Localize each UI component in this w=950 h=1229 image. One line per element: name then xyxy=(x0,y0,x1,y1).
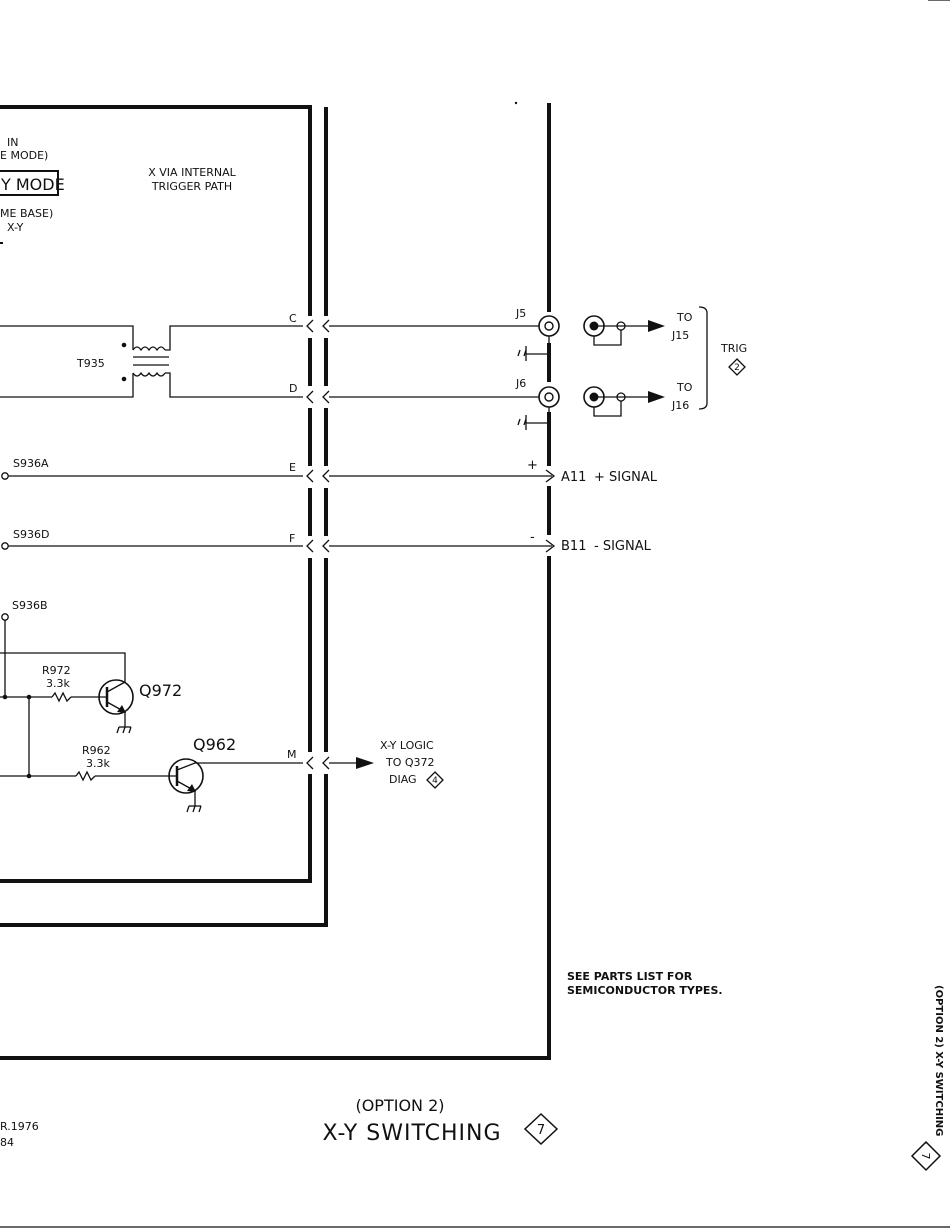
side-label-group: (OPTION 2) X-Y SWITCHING xyxy=(933,985,944,1136)
transistor-q962: Q962 xyxy=(168,735,303,813)
trig-connector-top: TO J15 xyxy=(583,311,693,346)
jack-j5-label: J5 xyxy=(515,307,526,320)
arrow-to-j16 xyxy=(648,391,665,403)
xy-logic-diagram-number: 4 xyxy=(432,776,438,786)
pin-a11-label: A11 xyxy=(561,470,586,485)
switch-s936d-label: S936D xyxy=(13,528,49,541)
inner-board-outline xyxy=(0,105,312,883)
signal-minus-wire: S936D - B11 - SIGNAL xyxy=(1,528,652,554)
connector-pin-d: D xyxy=(289,382,330,404)
x-via-line1: X VIA INTERNAL xyxy=(148,166,236,179)
pin-c-label: C xyxy=(289,312,297,325)
trig-bracket xyxy=(698,306,708,410)
transformer-t935: T935 xyxy=(0,325,303,398)
mode-labels: IN E MODE) Y MODE ME BASE) X-Y xyxy=(0,136,65,244)
note-line1: SEE PARTS LIST FOR xyxy=(567,970,693,983)
arrow-to-j15 xyxy=(648,320,665,332)
mode-box xyxy=(0,170,59,196)
x-via-line2: TRIGGER PATH xyxy=(151,180,232,193)
to-j16-line2: J16 xyxy=(671,399,689,412)
jack-j6: J6 xyxy=(515,377,560,430)
title-diagram-marker: 7 xyxy=(523,1112,559,1146)
pin-d-label: D xyxy=(289,382,297,395)
code-fragment: 84 xyxy=(0,1136,14,1149)
pin-b11-label: B11 xyxy=(561,539,586,554)
r972-name: R972 xyxy=(42,664,71,677)
title-name: X-Y SWITCHING xyxy=(323,1121,502,1146)
trig-connector-bottom: TO J16 xyxy=(583,381,693,417)
connector-pin-f: F xyxy=(289,532,330,553)
signal-plus-wire: S936A + A11 + SIGNAL xyxy=(1,457,658,485)
connector-pin-c: C xyxy=(289,312,330,333)
note-line2: SEMICONDUCTOR TYPES. xyxy=(567,984,723,997)
minus-signal-label: - SIGNAL xyxy=(594,539,652,554)
jack-j5: J5 xyxy=(515,307,560,361)
switch-s936a-label: S936A xyxy=(13,457,49,470)
mode-line2: E MODE) xyxy=(0,149,48,162)
mode-line1: IN xyxy=(7,136,18,149)
mode-boxed-label: Y MODE xyxy=(0,175,65,194)
q962-label: Q962 xyxy=(193,735,236,754)
to-j15-line2: J15 xyxy=(671,329,689,342)
outer-board-outline xyxy=(0,103,551,1060)
side-label: (OPTION 2) X-Y SWITCHING xyxy=(933,985,944,1136)
trig-diagram-number: 2 xyxy=(734,363,740,373)
switch-s936b: S936B xyxy=(1,599,48,697)
r962-name: R962 xyxy=(82,744,111,757)
title-option: (OPTION 2) xyxy=(355,1096,444,1115)
to-j16-line1: TO xyxy=(676,381,693,394)
xy-logic-output: X-Y LOGIC TO Q372 DIAG 4 xyxy=(329,739,444,789)
edge-connector-breaks xyxy=(304,316,330,774)
transistor-q972: Q972 xyxy=(98,679,182,734)
jack-j6-label: J6 xyxy=(515,377,526,390)
r972-value: 3.3k xyxy=(46,677,70,690)
title-diagram-number: 7 xyxy=(537,1123,545,1138)
side-diagram-number: 7 xyxy=(919,1153,932,1160)
mode-line4: X-Y xyxy=(7,221,24,234)
xy-logic-line2: TO Q372 xyxy=(385,756,435,769)
pin-e-label: E xyxy=(289,461,296,474)
side-diagram-marker: 7 xyxy=(910,1140,942,1172)
plus-polarity: + xyxy=(527,458,538,473)
xy-logic-arrow xyxy=(356,757,374,769)
date-fragment: R.1976 xyxy=(0,1120,39,1133)
to-j15-line1: TO xyxy=(676,311,693,324)
q972-collector-wire xyxy=(0,652,126,682)
pin-m-label: M xyxy=(287,748,297,761)
resistor-r962: R962 3.3k xyxy=(75,744,176,782)
trig-label: TRIG xyxy=(720,342,747,355)
minus-polarity: - xyxy=(530,530,535,545)
mode-line3: ME BASE) xyxy=(0,207,53,220)
r962-value: 3.3k xyxy=(86,757,110,770)
connector-pin-e: E xyxy=(289,461,330,483)
transformer-label: T935 xyxy=(76,357,105,370)
middle-board-outline xyxy=(0,107,328,927)
pin-f-label: F xyxy=(289,532,295,545)
xy-logic-line3: DIAG xyxy=(389,773,417,786)
switch-s936b-label: S936B xyxy=(12,599,48,612)
trig-diagram-marker: 2 xyxy=(728,358,746,376)
q972-label: Q972 xyxy=(139,681,182,700)
plus-signal-label: + SIGNAL xyxy=(594,470,658,485)
xy-logic-line1: X-Y LOGIC xyxy=(380,739,434,752)
stray-dot xyxy=(514,101,518,105)
connector-pin-m: M xyxy=(287,748,330,770)
resistor-r972: R972 3.3k xyxy=(42,664,107,703)
